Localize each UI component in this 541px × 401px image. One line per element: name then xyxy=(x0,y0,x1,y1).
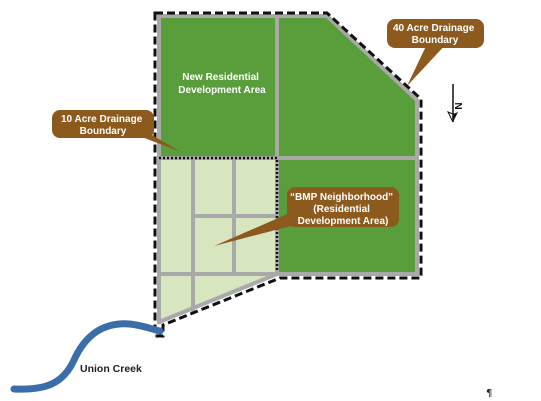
north-arrow-label: N xyxy=(454,102,465,109)
callout-40-acre: 40 Acre Drainage Boundary xyxy=(387,19,484,86)
callout-40-acre-pointer xyxy=(407,42,448,86)
callout-bmp-neighborhood: “BMP Neighborhood” (Residential Developm… xyxy=(214,187,399,246)
new-residential-label-line2: Development Area xyxy=(178,85,266,96)
callout-bmp-text: “BMP Neighborhood” (Residential Developm… xyxy=(290,192,396,227)
callout-40-acre-line2: Boundary xyxy=(412,35,459,46)
callout-40-acre-box xyxy=(387,19,484,48)
street-perimeter xyxy=(157,14,419,324)
callout-10-acre-line1: 10 Acre Drainage xyxy=(61,114,143,125)
pilcrow-mark: ¶ xyxy=(486,388,492,399)
callout-bmp-line3: Development Area) xyxy=(298,216,389,227)
light-residential-area xyxy=(159,158,277,322)
street-diagonal xyxy=(156,271,280,325)
callout-40-acre-text: 40 Acre Drainage Boundary xyxy=(393,23,477,46)
callout-10-acre-box xyxy=(52,110,154,138)
north-arrow-icon: N xyxy=(446,84,465,123)
forty-acre-boundary-dashed xyxy=(153,11,423,338)
callout-bmp-box xyxy=(287,187,399,227)
callout-40-acre-line1: 40 Acre Drainage xyxy=(393,23,475,34)
ten-acre-boundary-dotted xyxy=(159,156,279,272)
callout-10-acre-line2: Boundary xyxy=(80,126,127,137)
new-residential-area xyxy=(159,16,277,158)
new-residential-label-line1: New Residential xyxy=(182,72,259,83)
upper-right-residential-area xyxy=(277,16,417,158)
union-creek-label: Union Creek xyxy=(80,363,142,375)
callout-10-acre: 10 Acre Drainage Boundary xyxy=(52,110,181,152)
new-residential-label: New Residential Development Area xyxy=(178,72,266,96)
callout-bmp-line2: (Residential xyxy=(313,204,370,215)
callout-bmp-line1: “BMP Neighborhood” xyxy=(290,192,393,203)
callout-bmp-pointer xyxy=(214,212,306,246)
callout-10-acre-text: 10 Acre Drainage Boundary xyxy=(61,114,145,137)
union-creek xyxy=(10,320,164,393)
